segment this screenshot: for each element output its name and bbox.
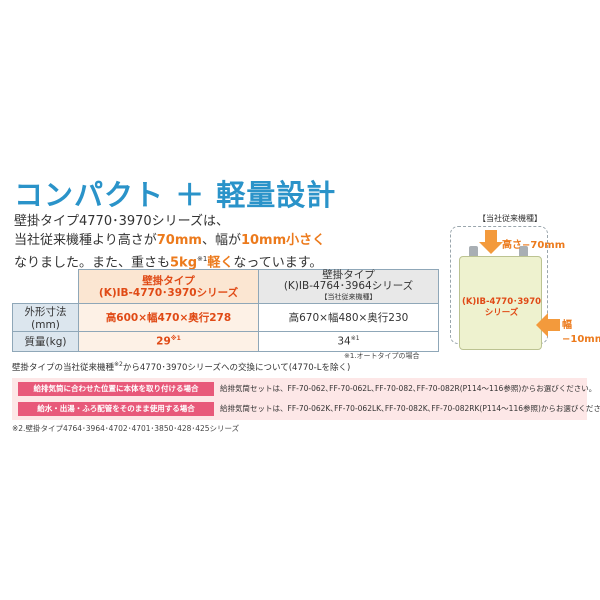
intro-text-part: 当社従来機種より高さが (14, 233, 157, 248)
new-model-header: 壁掛タイプ (K)IB-4770･3970シリーズ (78, 269, 259, 304)
footnote-ref: ※1 (197, 255, 208, 263)
exchange-text-part: 壁掛タイプの当社従来機種 (12, 363, 115, 373)
old-model-type: 壁掛タイプ (322, 269, 375, 281)
old-model-dimensions: 高670×幅480×奥行230 (258, 303, 439, 332)
height-reduction-highlight: 70mm (156, 233, 202, 248)
width-arrow-shaft (548, 319, 560, 331)
lighter-highlight: 軽く (207, 255, 234, 271)
new-model-name: (K)IB-4770･3970シリーズ (98, 286, 239, 299)
width-reduction-note: 幅 −10mm (562, 319, 600, 347)
table-row: 質量(kg) 29※1 34※1 (12, 331, 439, 352)
exchange-heading: 壁掛タイプの当社従来機種※2から4770･3970シリーズへの交換について(47… (12, 361, 350, 373)
pipe-nozzle-left (469, 246, 478, 259)
footnote-ref: ※2 (114, 361, 123, 369)
dimensions-label: 外形寸法(mm) (12, 303, 79, 332)
band-text: 給排気筒セットは、FF-70-062､FF-70-062L､FF-70-082､… (220, 384, 597, 393)
old-model-header: 壁掛タイプ (K)IB-4764･3964シリーズ 【当社従来機種】 (258, 269, 439, 304)
intro-text-part: なっています。 (233, 255, 323, 271)
exchange-text-part: から4770･3970シリーズへの交換について(4770-Lを除く) (122, 363, 351, 373)
heater-model-label: (K)IB-4770･3970 シリーズ (460, 297, 543, 319)
intro-text: 壁掛タイプ4770･3970シリーズは、 当社従来機種より高さが70mm、幅が1… (14, 212, 325, 272)
band-tag: 給排気筒に合わせた位置に本体を取り付ける場合 (18, 382, 214, 396)
old-model-name: (K)IB-4764･3964シリーズ (283, 280, 414, 292)
new-model-dimensions: 高600×幅470×奥行278 (78, 303, 259, 332)
footnote-previous-series: ※2.壁掛タイプ4764･3964･4702･4701･3850･428･425… (12, 424, 240, 433)
intro-text-part: 、幅が (201, 233, 241, 248)
table-header-row: 壁掛タイプ (K)IB-4770･3970シリーズ 壁掛タイプ (K)IB-47… (13, 269, 439, 304)
old-model-weight: 34※1 (258, 331, 439, 352)
old-weight-value: 34 (337, 335, 351, 348)
old-model-note: 【当社従来機種】 (320, 293, 377, 301)
height-arrow-icon (479, 242, 503, 254)
width-note-value: −10mm (562, 334, 600, 345)
new-weight-value: 29 (156, 335, 171, 348)
intro-text-part: なりました。また、重さも (14, 255, 171, 271)
band-text: 給排気筒セットは、FF-70-062K､FF-70-062LK､FF-70-08… (220, 404, 600, 413)
list-item: 給排気筒に合わせた位置に本体を取り付ける場合 給排気筒セットは、FF-70-06… (12, 380, 596, 398)
diagram-label: 【当社従来機種】 (478, 214, 542, 223)
heater-unit-illustration: (K)IB-4770･3970 シリーズ (459, 256, 542, 350)
list-item: 給水・出湯・ふろ配管をそのまま使用する場合 給排気筒セットは、FF-70-062… (12, 400, 600, 418)
width-reduction-highlight: 10mm小さく (240, 233, 326, 248)
weight-label: 質量(kg) (12, 331, 79, 352)
page-title: コンパクト ＋ 軽量設計 (14, 178, 337, 212)
table-row: 外形寸法(mm) 高600×幅470×奥行278 高670×幅480×奥行230 (12, 303, 439, 332)
footnote-auto-type: ※1.オートタイプの場合 (344, 352, 420, 360)
width-arrow-icon (536, 313, 548, 337)
new-model-weight: 29※1 (78, 331, 259, 352)
intro-line-1: 壁掛タイプ4770･3970シリーズは、 (14, 214, 230, 229)
spec-comparison-table: 壁掛タイプ (K)IB-4770･3970シリーズ 壁掛タイプ (K)IB-47… (12, 269, 439, 352)
intro-line-3: なりました。また、重さも5kg※1軽くなっています。 (14, 250, 325, 272)
heater-series: シリーズ (484, 308, 519, 318)
height-reduction-note: 高さ−70mm (502, 240, 566, 251)
footnote-ref: ※1 (350, 335, 360, 343)
exchange-info-band: 給排気筒に合わせた位置に本体を取り付ける場合 給排気筒セットは、FF-70-06… (12, 378, 600, 420)
weight-reduction-highlight: 5kg (170, 255, 198, 271)
footnote-ref: ※1 (170, 335, 181, 343)
intro-line-2: 当社従来機種より高さが70mm、幅が10mm小さく (14, 231, 325, 250)
height-arrow-shaft (485, 230, 497, 242)
table-corner (13, 270, 79, 304)
heater-model-name: (K)IB-4770･3970 (461, 297, 542, 307)
pipe-nozzle-right (519, 246, 528, 259)
width-note-label: 幅 (562, 320, 572, 331)
new-model-type: 壁掛タイプ (142, 274, 195, 287)
band-tag: 給水・出湯・ふろ配管をそのまま使用する場合 (18, 402, 214, 416)
